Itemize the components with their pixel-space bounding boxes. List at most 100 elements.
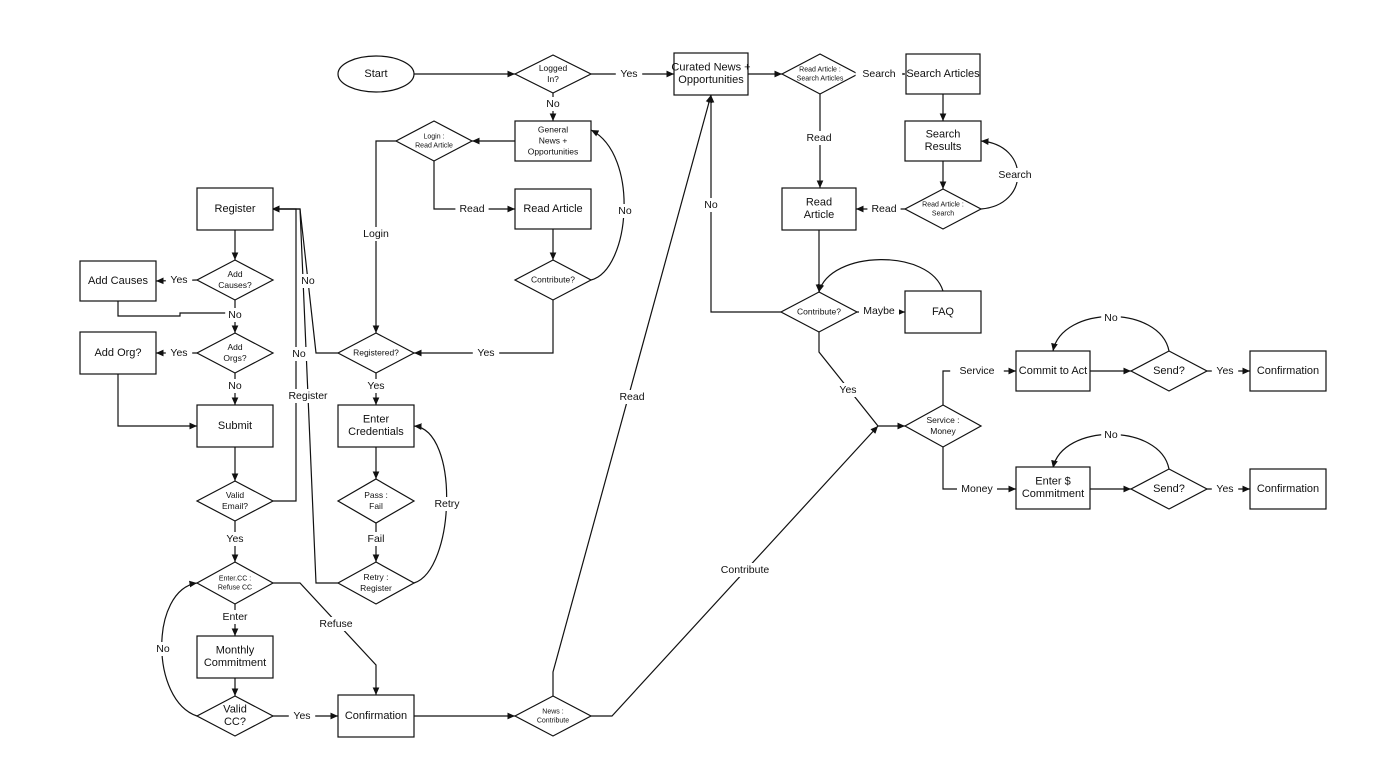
node-send-bottom: Send?: [1129, 468, 1209, 510]
edge-label-loginread-readleft: Read: [459, 203, 484, 215]
edge-label-validcc-confirm: Yes: [293, 710, 310, 722]
node-label-confirmation-bottom: Confirmation: [1257, 483, 1319, 495]
node-shape-add-causes: [79, 260, 157, 302]
edge-label-bg-loginread-registered: [356, 227, 396, 241]
node-label-enter-commitment: Commitment: [1022, 488, 1084, 500]
edge-label-bg-logged-curated: [615, 67, 643, 81]
edge-label-bg-send-commit: [1101, 311, 1121, 325]
node-shape-read-article-right: [781, 187, 857, 231]
node-shape-add-causes-q: [195, 259, 275, 301]
node-label-monthly: Monthly: [216, 645, 255, 657]
edge-label-validemail-register: No: [292, 348, 306, 360]
node-label-confirmation-mid: Confirmation: [345, 710, 407, 722]
edge-label-send-confirm: Yes: [1216, 365, 1233, 377]
node-shape-submit: [196, 404, 274, 448]
node-shape-send-bottom: [1129, 468, 1209, 510]
edge-label-readsearch2-read: Read: [871, 203, 896, 215]
edge-contrib-servicemoney: [591, 425, 879, 717]
edge-label-bg-contribleft-registered: [472, 346, 500, 360]
node-faq: FAQ: [904, 290, 982, 334]
node-add-causes: Add Causes: [79, 260, 157, 302]
node-shape-enter-commitment: [1015, 466, 1091, 510]
edge-label-bg-retry-register: [277, 389, 339, 403]
edge-label-retry-register: Register: [288, 390, 328, 402]
node-read-article-search: Read Article : Search: [903, 188, 983, 230]
edge-addorg-submit: [117, 374, 197, 430]
edge-label-bg-readsearch2-read: [867, 202, 901, 216]
node-shape-logged-in: [513, 54, 593, 94]
node-news-contribute: News :Contribute: [513, 695, 593, 737]
node-label-news-contribute: News :: [542, 708, 563, 715]
edge-label-validemail-entercc: Yes: [226, 533, 243, 545]
node-label-valid-cc: CC?: [224, 716, 246, 728]
node-shape-registered: [336, 332, 416, 374]
edge-label-addcausesq-orgs: No: [228, 309, 242, 321]
edge-label-bg-entercc-confirm: [312, 617, 360, 631]
node-label-contribute-left: Contribute?: [531, 274, 575, 284]
edge-label-contribute-servicemoney: Yes: [839, 384, 856, 396]
node-label-enter-commitment: Enter $: [1035, 476, 1070, 488]
node-confirmation-top: Confirmation: [1249, 350, 1327, 392]
node-read-article-left: Read Article: [514, 188, 592, 230]
edge-contribleft-registered: [414, 300, 554, 357]
node-shape-contribute-left: [513, 259, 593, 301]
node-submit: Submit: [196, 404, 274, 448]
node-label-add-causes: Add Causes: [88, 275, 148, 287]
node-shape-general-news: [514, 120, 592, 162]
node-shape-send-top: [1129, 350, 1209, 392]
edge-label-bg-addcausesq-addcauses: [165, 273, 193, 287]
node-commit-to-act: Commit to Act: [1015, 350, 1091, 392]
node-shape-add-orgs-q: [195, 332, 275, 374]
node-shape-search-articles: [905, 53, 981, 95]
node-shape-service-money: [903, 404, 983, 448]
node-enter-cc: Enter.CC :Refuse CC: [195, 561, 275, 605]
node-shape-start: [337, 55, 415, 93]
edge-label-bg-readsearch-read: [802, 131, 836, 145]
node-shape-pass-fail: [336, 478, 416, 524]
edge-label-servicemoney-commit: Service: [959, 365, 994, 377]
edge-label-logged-curated: Yes: [620, 68, 637, 80]
node-shape-add-org: [79, 331, 157, 375]
edge-entercc-confirm: [273, 582, 380, 695]
edge-label-readsearch-search: Search: [862, 68, 895, 80]
node-label-submit: Submit: [218, 420, 252, 432]
node-label-retry-register: Register: [360, 583, 392, 593]
node-label-search-articles: Search Articles: [906, 68, 980, 80]
edge-contribute-curated: [707, 95, 781, 313]
edge-label-bg-servicemoney-commit: [950, 364, 1004, 378]
node-label-valid-email: Valid: [226, 490, 245, 500]
edge-label-send-commit: No: [1104, 312, 1118, 324]
node-shape-read-article-search: [903, 188, 983, 230]
node-label-read-article-search: Read Article :: [922, 201, 964, 208]
node-shape-confirmation-mid: [337, 694, 415, 738]
node-label-send-bottom: Send?: [1153, 483, 1185, 495]
node-label-logged-in: In?: [547, 74, 559, 84]
node-read-search: Read Article :Search Articles: [780, 53, 860, 95]
node-label-service-money: Money: [930, 426, 956, 436]
node-shape-confirmation-top: [1249, 350, 1327, 392]
node-label-general-news: General: [538, 124, 568, 134]
node-shape-retry-register: [336, 561, 416, 605]
node-shape-faq: [904, 290, 982, 334]
node-shape-contribute-right: [779, 291, 859, 333]
node-label-service-money: Service :: [926, 415, 959, 425]
node-label-read-article-search: Search: [932, 210, 954, 217]
node-shape-register: [196, 187, 274, 231]
edge-label-entercc-confirm: Refuse: [319, 618, 352, 630]
edge-label-bg-validcc-confirm: [288, 709, 316, 723]
node-curated: Curated News +Opportunities: [671, 52, 751, 96]
edge-label-registered-credentials: Yes: [367, 380, 384, 392]
edge-contribute-servicemoney: [818, 332, 905, 430]
node-label-monthly: Commitment: [204, 657, 266, 669]
node-label-registered: Registered?: [353, 347, 399, 357]
edge-label-bg-news-curated: [615, 390, 649, 404]
node-contribute-right: Contribute?: [779, 291, 859, 333]
edge-label-bg-registered-credentials: [362, 379, 390, 393]
